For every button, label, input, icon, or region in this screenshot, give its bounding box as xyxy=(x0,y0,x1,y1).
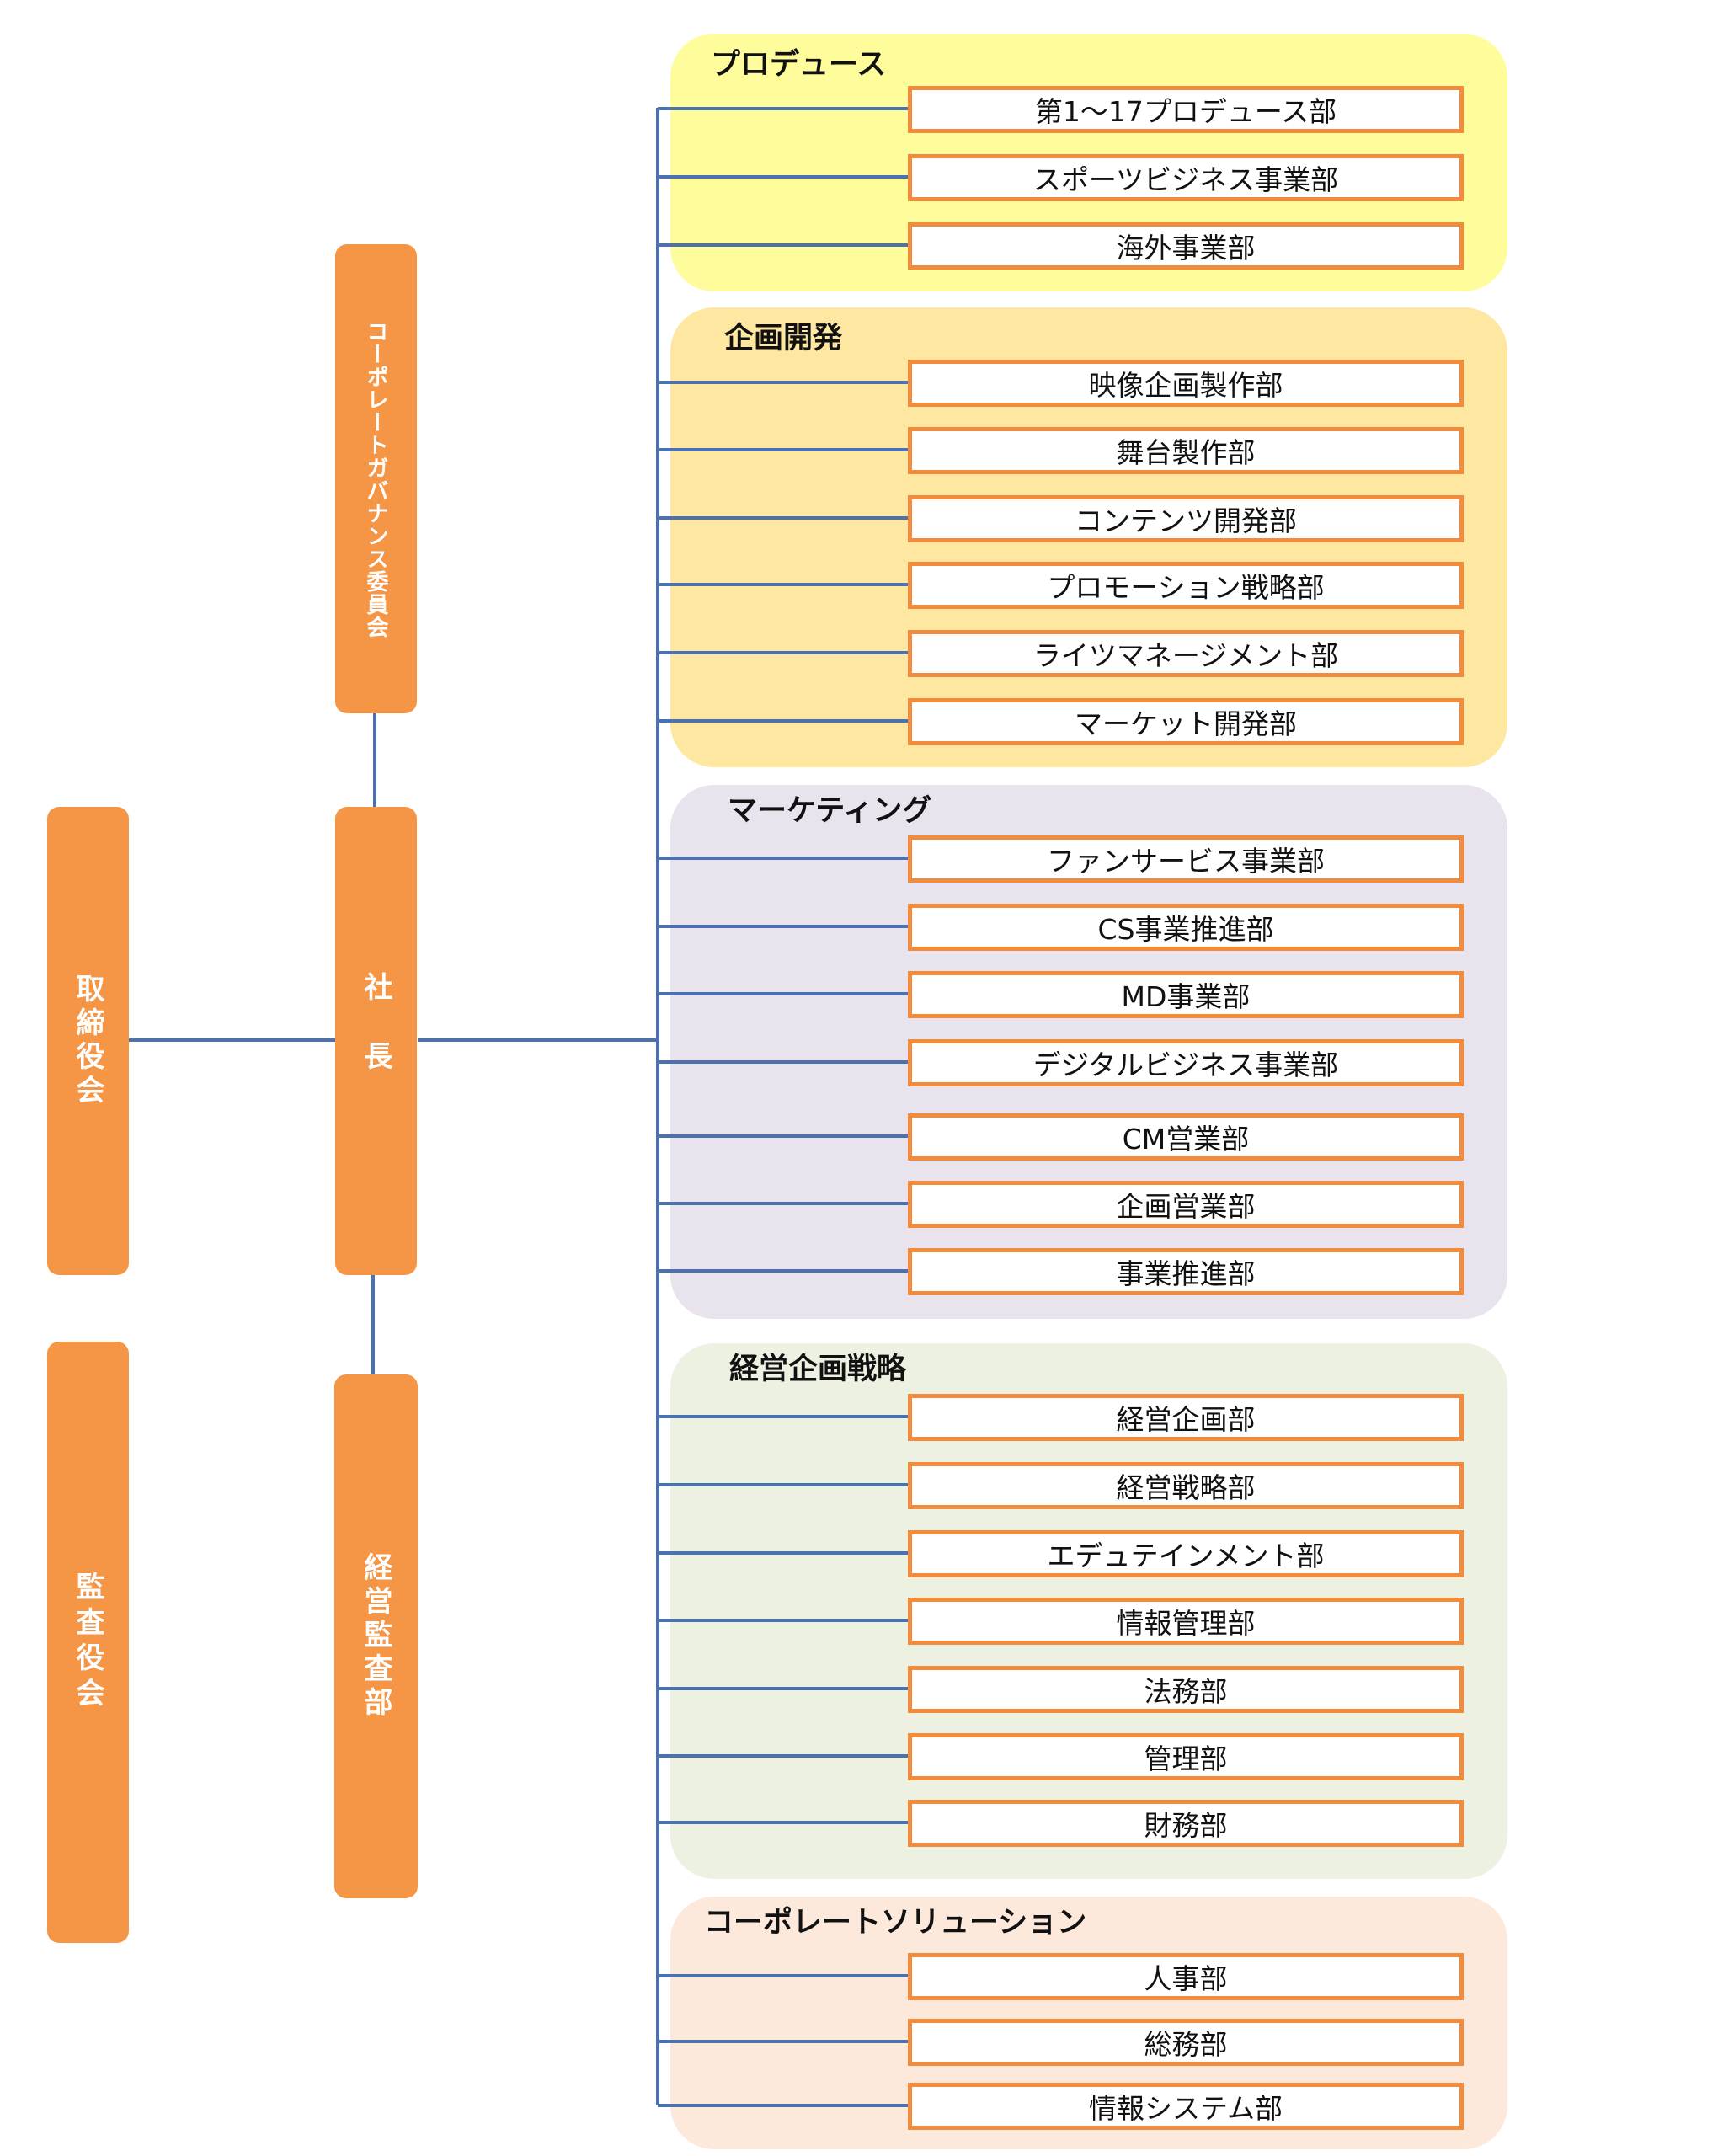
governance-committee-label: コーポレートガバナンス委員会 xyxy=(363,319,388,638)
connector-president-audit xyxy=(371,1273,375,1376)
connector-board-president xyxy=(129,1038,335,1042)
connector-dept xyxy=(658,1202,908,1205)
department-label: 映像企画製作部 xyxy=(1088,369,1283,402)
internal-audit-box: 経営監査部 xyxy=(334,1374,418,1898)
internal-audit-label: 経営監査部 xyxy=(359,1552,392,1721)
department-label: 管理部 xyxy=(1144,1742,1228,1775)
department-box: デジタルビジネス事業部 xyxy=(908,1039,1464,1086)
department-label: ライツマネージメント部 xyxy=(1032,639,1339,672)
connector-dept xyxy=(658,719,908,723)
org-trunk-line xyxy=(656,108,659,2105)
department-box: 経営戦略部 xyxy=(908,1462,1464,1509)
connector-dept xyxy=(658,2040,908,2043)
department-label: コンテンツ開発部 xyxy=(1075,504,1297,537)
department-box: 財務部 xyxy=(908,1800,1464,1847)
department-label: CS事業推進部 xyxy=(1097,913,1274,946)
department-box: MD事業部 xyxy=(908,971,1464,1018)
department-box: 情報システム部 xyxy=(908,2083,1464,2130)
department-label: 情報管理部 xyxy=(1116,1607,1256,1640)
connector-dept xyxy=(658,243,908,247)
department-box: 海外事業部 xyxy=(908,222,1464,270)
connector-dept xyxy=(658,992,908,995)
connector-dept xyxy=(658,107,908,110)
connector-dept xyxy=(658,516,908,520)
department-label: 海外事業部 xyxy=(1116,232,1256,264)
group-title-produce: プロデュース xyxy=(711,48,887,82)
department-box: CM営業部 xyxy=(908,1113,1464,1161)
department-label: エデュテインメント部 xyxy=(1047,1540,1325,1572)
connector-dept xyxy=(658,1060,908,1064)
department-box: 映像企画製作部 xyxy=(908,360,1464,407)
board-of-directors-box: 取締役会 xyxy=(47,807,129,1275)
connector-governance-president xyxy=(373,712,376,810)
group-title-corporate-solution: コーポレートソリューション xyxy=(704,1906,1087,1940)
department-box: 法務部 xyxy=(908,1666,1464,1713)
department-box: 経営企画部 xyxy=(908,1394,1464,1441)
department-box: 人事部 xyxy=(908,1953,1464,2000)
department-label: 情報システム部 xyxy=(1088,2092,1283,2125)
group-title-corporate-planning: 経営企画戦略 xyxy=(729,1353,907,1386)
department-box: 総務部 xyxy=(908,2019,1464,2066)
department-box: 企画営業部 xyxy=(908,1181,1464,1228)
group-title-marketing: マーケティング xyxy=(728,794,932,828)
board-of-directors-label: 取締役会 xyxy=(71,974,104,1108)
department-box: ライツマネージメント部 xyxy=(908,630,1464,677)
department-label: 企画営業部 xyxy=(1116,1190,1256,1223)
department-box: ファンサービス事業部 xyxy=(908,835,1464,883)
connector-dept xyxy=(658,1269,908,1273)
audit-board-box: 監査役会 xyxy=(47,1342,129,1943)
connector-dept xyxy=(658,583,908,586)
department-box: プロモーション戦略部 xyxy=(908,562,1464,609)
department-label: 法務部 xyxy=(1144,1675,1228,1708)
connector-dept xyxy=(658,1619,908,1622)
connector-dept xyxy=(658,2104,908,2107)
department-label: 人事部 xyxy=(1144,1962,1228,1995)
connector-dept xyxy=(658,857,908,860)
department-box: 舞台製作部 xyxy=(908,427,1464,474)
connector-dept xyxy=(658,381,908,384)
president-label: 社長 xyxy=(359,972,392,1110)
department-label: マーケット開発部 xyxy=(1075,707,1297,740)
department-box: マーケット開発部 xyxy=(908,698,1464,745)
connector-president-trunk xyxy=(418,1038,659,1042)
department-label: プロモーション戦略部 xyxy=(1047,571,1325,604)
department-label: MD事業部 xyxy=(1121,980,1251,1013)
department-label: 経営企画部 xyxy=(1116,1403,1256,1436)
connector-dept xyxy=(658,1415,908,1418)
department-box: 事業推進部 xyxy=(908,1248,1464,1295)
connector-dept xyxy=(658,1974,908,1977)
department-label: 財務部 xyxy=(1144,1809,1228,1842)
connector-dept xyxy=(658,1483,908,1486)
connector-dept xyxy=(658,1687,908,1690)
connector-dept xyxy=(658,1821,908,1824)
president-box: 社長 xyxy=(335,807,417,1275)
department-box: スポーツビジネス事業部 xyxy=(908,154,1464,201)
department-label: スポーツビジネス事業部 xyxy=(1032,163,1339,196)
department-label: ファンサービス事業部 xyxy=(1047,845,1325,878)
department-label: 第1～17プロデュース部 xyxy=(1034,95,1337,128)
connector-dept xyxy=(658,925,908,928)
audit-board-label: 監査役会 xyxy=(71,1572,104,1713)
connector-dept xyxy=(658,651,908,654)
department-box: 情報管理部 xyxy=(908,1598,1464,1645)
department-box: CS事業推進部 xyxy=(908,904,1464,951)
department-label: 総務部 xyxy=(1144,2028,1228,2061)
department-box: エデュテインメント部 xyxy=(908,1530,1464,1577)
department-label: 経営戦略部 xyxy=(1116,1471,1256,1504)
connector-dept xyxy=(658,1551,908,1555)
connector-dept xyxy=(658,1754,908,1758)
connector-dept xyxy=(658,175,908,179)
governance-committee-box: コーポレートガバナンス委員会 xyxy=(335,244,417,713)
group-title-planning-development: 企画開発 xyxy=(724,322,843,355)
department-box: 第1～17プロデュース部 xyxy=(908,86,1464,133)
department-label: 事業推進部 xyxy=(1116,1257,1256,1290)
connector-dept xyxy=(658,448,908,451)
department-label: CM営業部 xyxy=(1122,1123,1250,1155)
department-box: コンテンツ開発部 xyxy=(908,495,1464,542)
department-label: デジタルビジネス事業部 xyxy=(1032,1049,1339,1081)
department-label: 舞台製作部 xyxy=(1116,436,1256,469)
department-box: 管理部 xyxy=(908,1733,1464,1780)
connector-dept xyxy=(658,1134,908,1138)
